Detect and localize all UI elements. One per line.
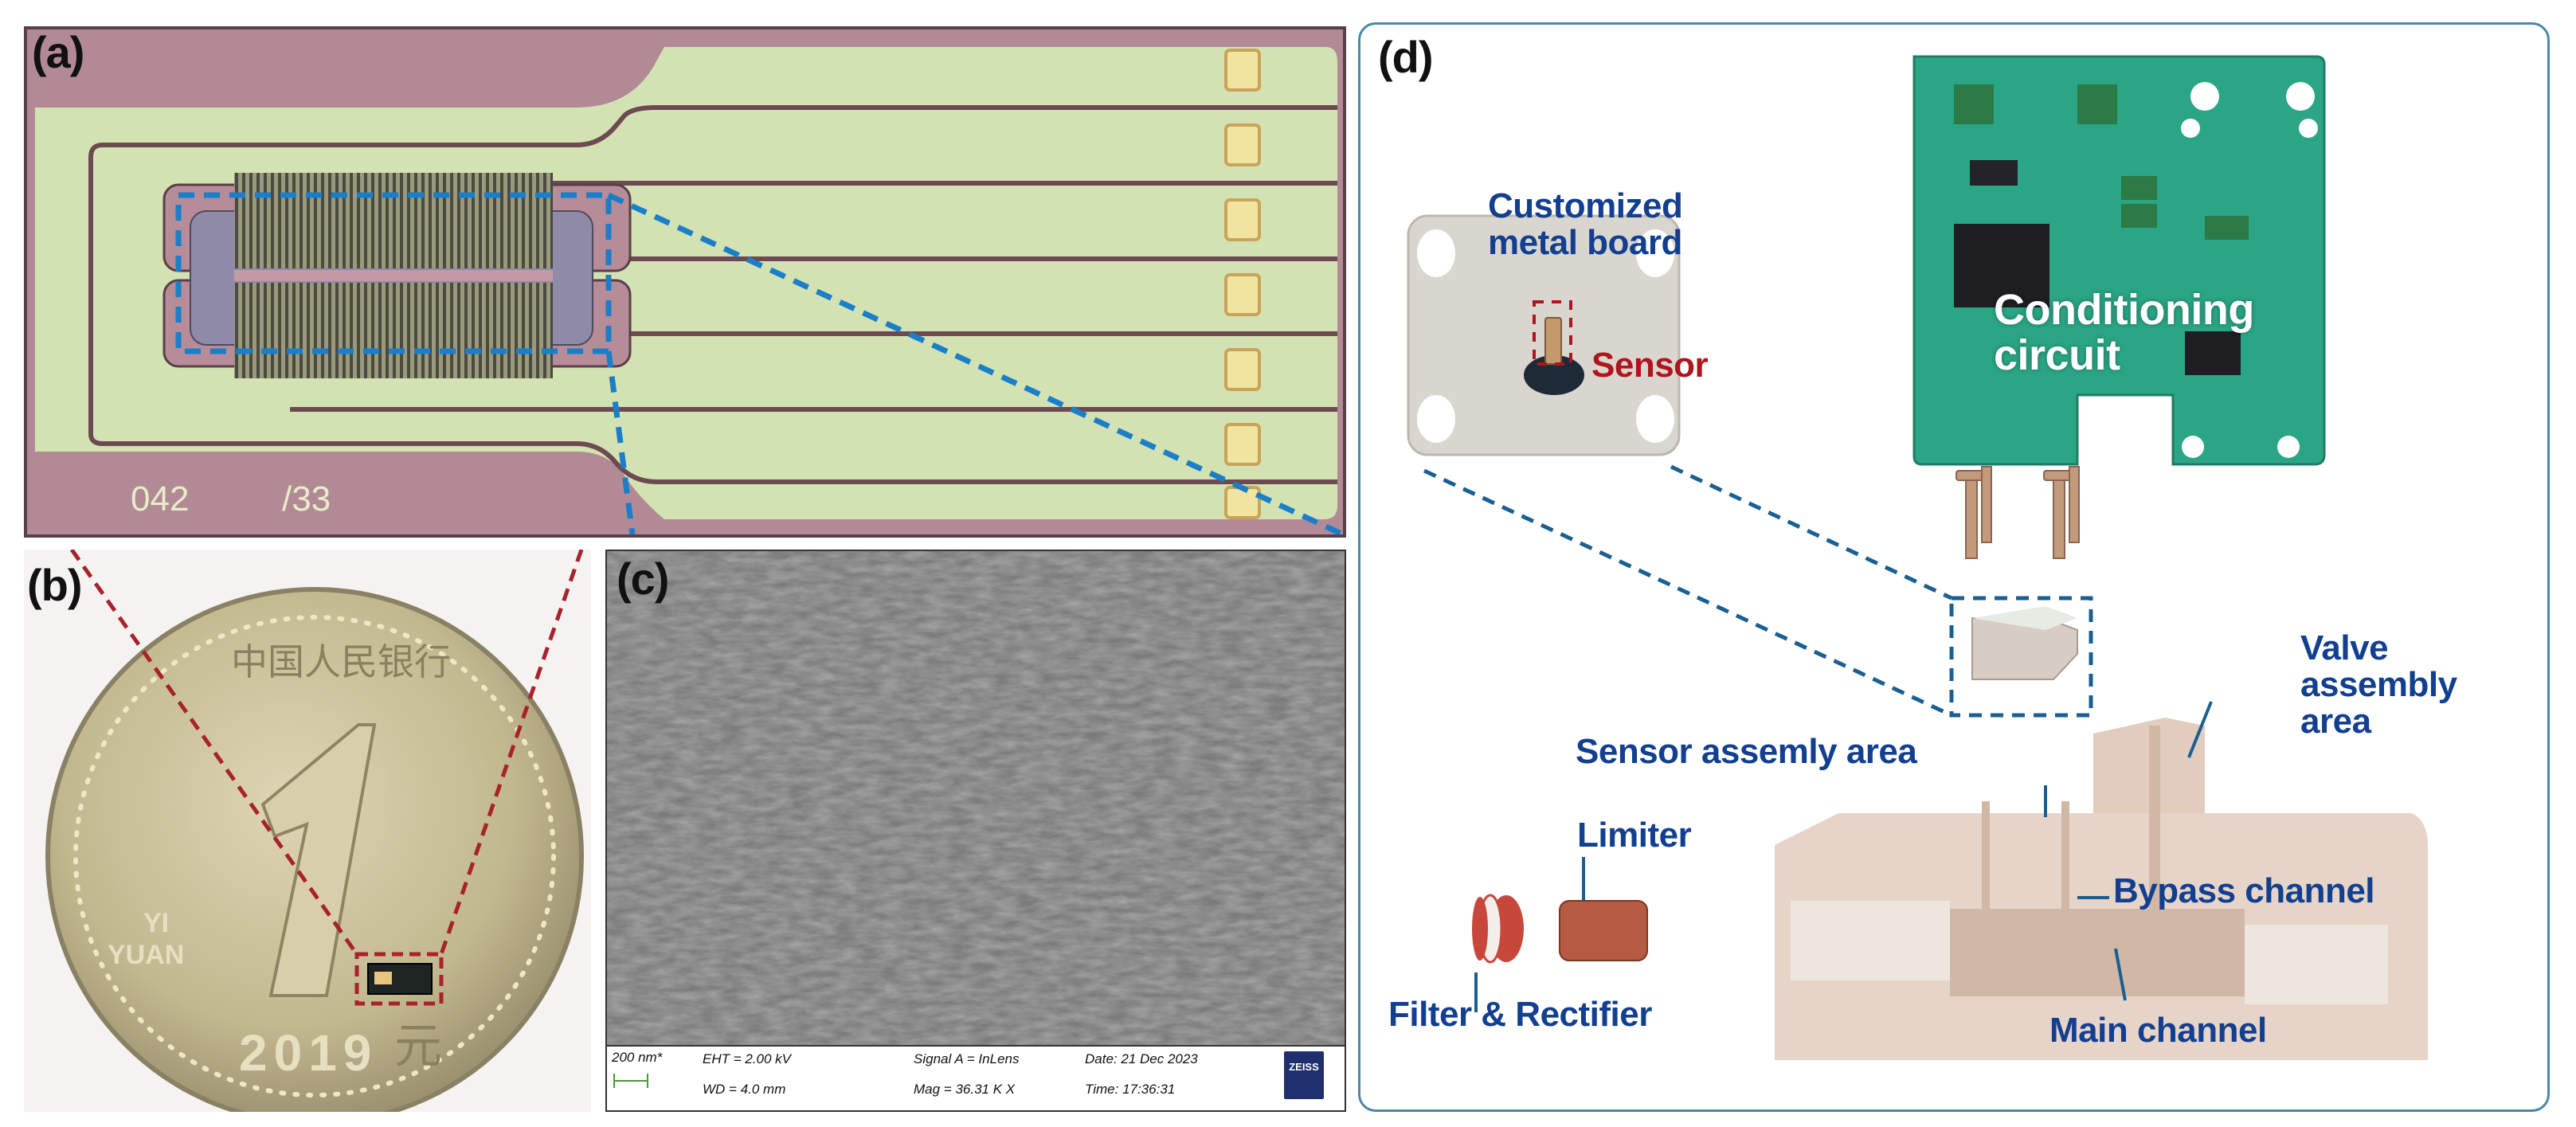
panel-d-assembly: (d) Customized metal board Sensor Condit…	[1358, 22, 2550, 1112]
label-metal-board-line2: metal board	[1488, 223, 1682, 263]
upper-thermopile-fingers	[234, 173, 553, 268]
label-valve-line1: Valve	[2300, 628, 2389, 667]
sem-eht: EHT = 2.00 kV	[703, 1051, 792, 1066]
chip-highlight-box	[354, 952, 444, 1006]
panel-label-b: (b)	[27, 560, 83, 610]
sensor-area-highlight	[1949, 596, 2093, 718]
sem-time: Time: 17:36:31	[1085, 1082, 1176, 1097]
label-limiter: Limiter	[1577, 816, 1692, 855]
label-sensor-assembly-area: Sensor assemly area	[1576, 732, 1917, 771]
panel-label-c: (c)	[617, 554, 669, 604]
label-filter-rectifier: Filter & Rectifier	[1388, 995, 1652, 1034]
heater	[234, 270, 553, 281]
label-sensor: Sensor	[1591, 346, 1709, 385]
coin-text-yuan: YUAN	[108, 940, 185, 970]
label-valve-line2: assembly	[2300, 665, 2457, 705]
metal-layer	[35, 47, 1337, 519]
coin-text-yuan-char: 元	[394, 1019, 442, 1074]
coin-drawing	[45, 550, 584, 1112]
label-metal-board-line1: Customized	[1488, 186, 1683, 225]
sem-mag: Mag = 36.31 K X	[914, 1082, 1016, 1097]
panel-a-chip-micrograph: (a) 042 /33	[24, 26, 1346, 538]
coin-year: 2019	[239, 1024, 378, 1082]
coin-text-top: 中国人民银行	[231, 640, 451, 683]
limiter	[1559, 900, 1648, 961]
sensor-chip-pad	[374, 972, 392, 984]
label-conditioning-circuit: Conditioning circuit	[1994, 288, 2254, 378]
bond-pads	[1224, 49, 1261, 519]
scale-bar	[613, 1074, 648, 1088]
sem-texture	[607, 551, 1345, 1045]
panel-label-d: (d)	[1378, 32, 1434, 82]
sensor-cover	[1971, 606, 2078, 680]
chip-layout-drawing	[35, 47, 1343, 534]
sem-wd: WD = 4.0 mm	[703, 1082, 786, 1097]
coin-beads	[73, 615, 556, 1098]
label-valve-assembly: Valve assembly area	[2300, 628, 2457, 742]
panel-label-a: (a)	[32, 27, 84, 77]
flow-body	[1775, 718, 2428, 1060]
filter-rectifier	[1472, 894, 1524, 964]
zeiss-logo-text: ZEISS	[1289, 1061, 1319, 1073]
label-valve-line3: area	[2300, 702, 2371, 742]
assembly-drawing	[1407, 55, 2428, 1060]
coin-numeral	[260, 723, 377, 997]
zoom-indicator	[175, 192, 1343, 534]
label-bypass-channel: Bypass channel	[2113, 871, 2375, 910]
chip-marking-right: /33	[282, 479, 331, 518]
zeiss-logo-icon: ZEISS	[1284, 1051, 1324, 1099]
panel-c-sem-image: (c) 200 nm* EHT = 2.00 kV WD = 4.0 mm Si…	[605, 550, 1346, 1112]
leader-lines	[1474, 701, 2213, 1012]
sem-signal: Signal A = InLens	[914, 1051, 1020, 1066]
label-metal-board: Customized metal board	[1488, 186, 1683, 263]
metal-board	[1407, 214, 1681, 456]
sem-info-bar: 200 nm* EHT = 2.00 kV WD = 4.0 mm Signal…	[607, 1045, 1345, 1110]
label-conditioning-line2: circuit	[1994, 331, 2120, 379]
label-main-channel: Main channel	[2049, 1011, 2267, 1050]
conditioning-pcb	[1912, 55, 2326, 466]
metal-board-zoom-lines	[1423, 464, 1953, 718]
scale-bar-label: 200 nm*	[612, 1050, 663, 1065]
zoom-line-right	[439, 550, 584, 955]
coin-text-yi: YI	[143, 908, 170, 938]
label-conditioning-line1: Conditioning	[1994, 286, 2254, 334]
connector-pins	[1955, 466, 2080, 559]
sem-date: Date: 21 Dec 2023	[1085, 1051, 1198, 1066]
panel-b-coin-photo: (b) 中国人民银行 YI YUAN 元 2019	[24, 550, 591, 1112]
chip-marking-left: 042	[131, 479, 190, 518]
lower-thermopile-fingers	[234, 283, 553, 378]
